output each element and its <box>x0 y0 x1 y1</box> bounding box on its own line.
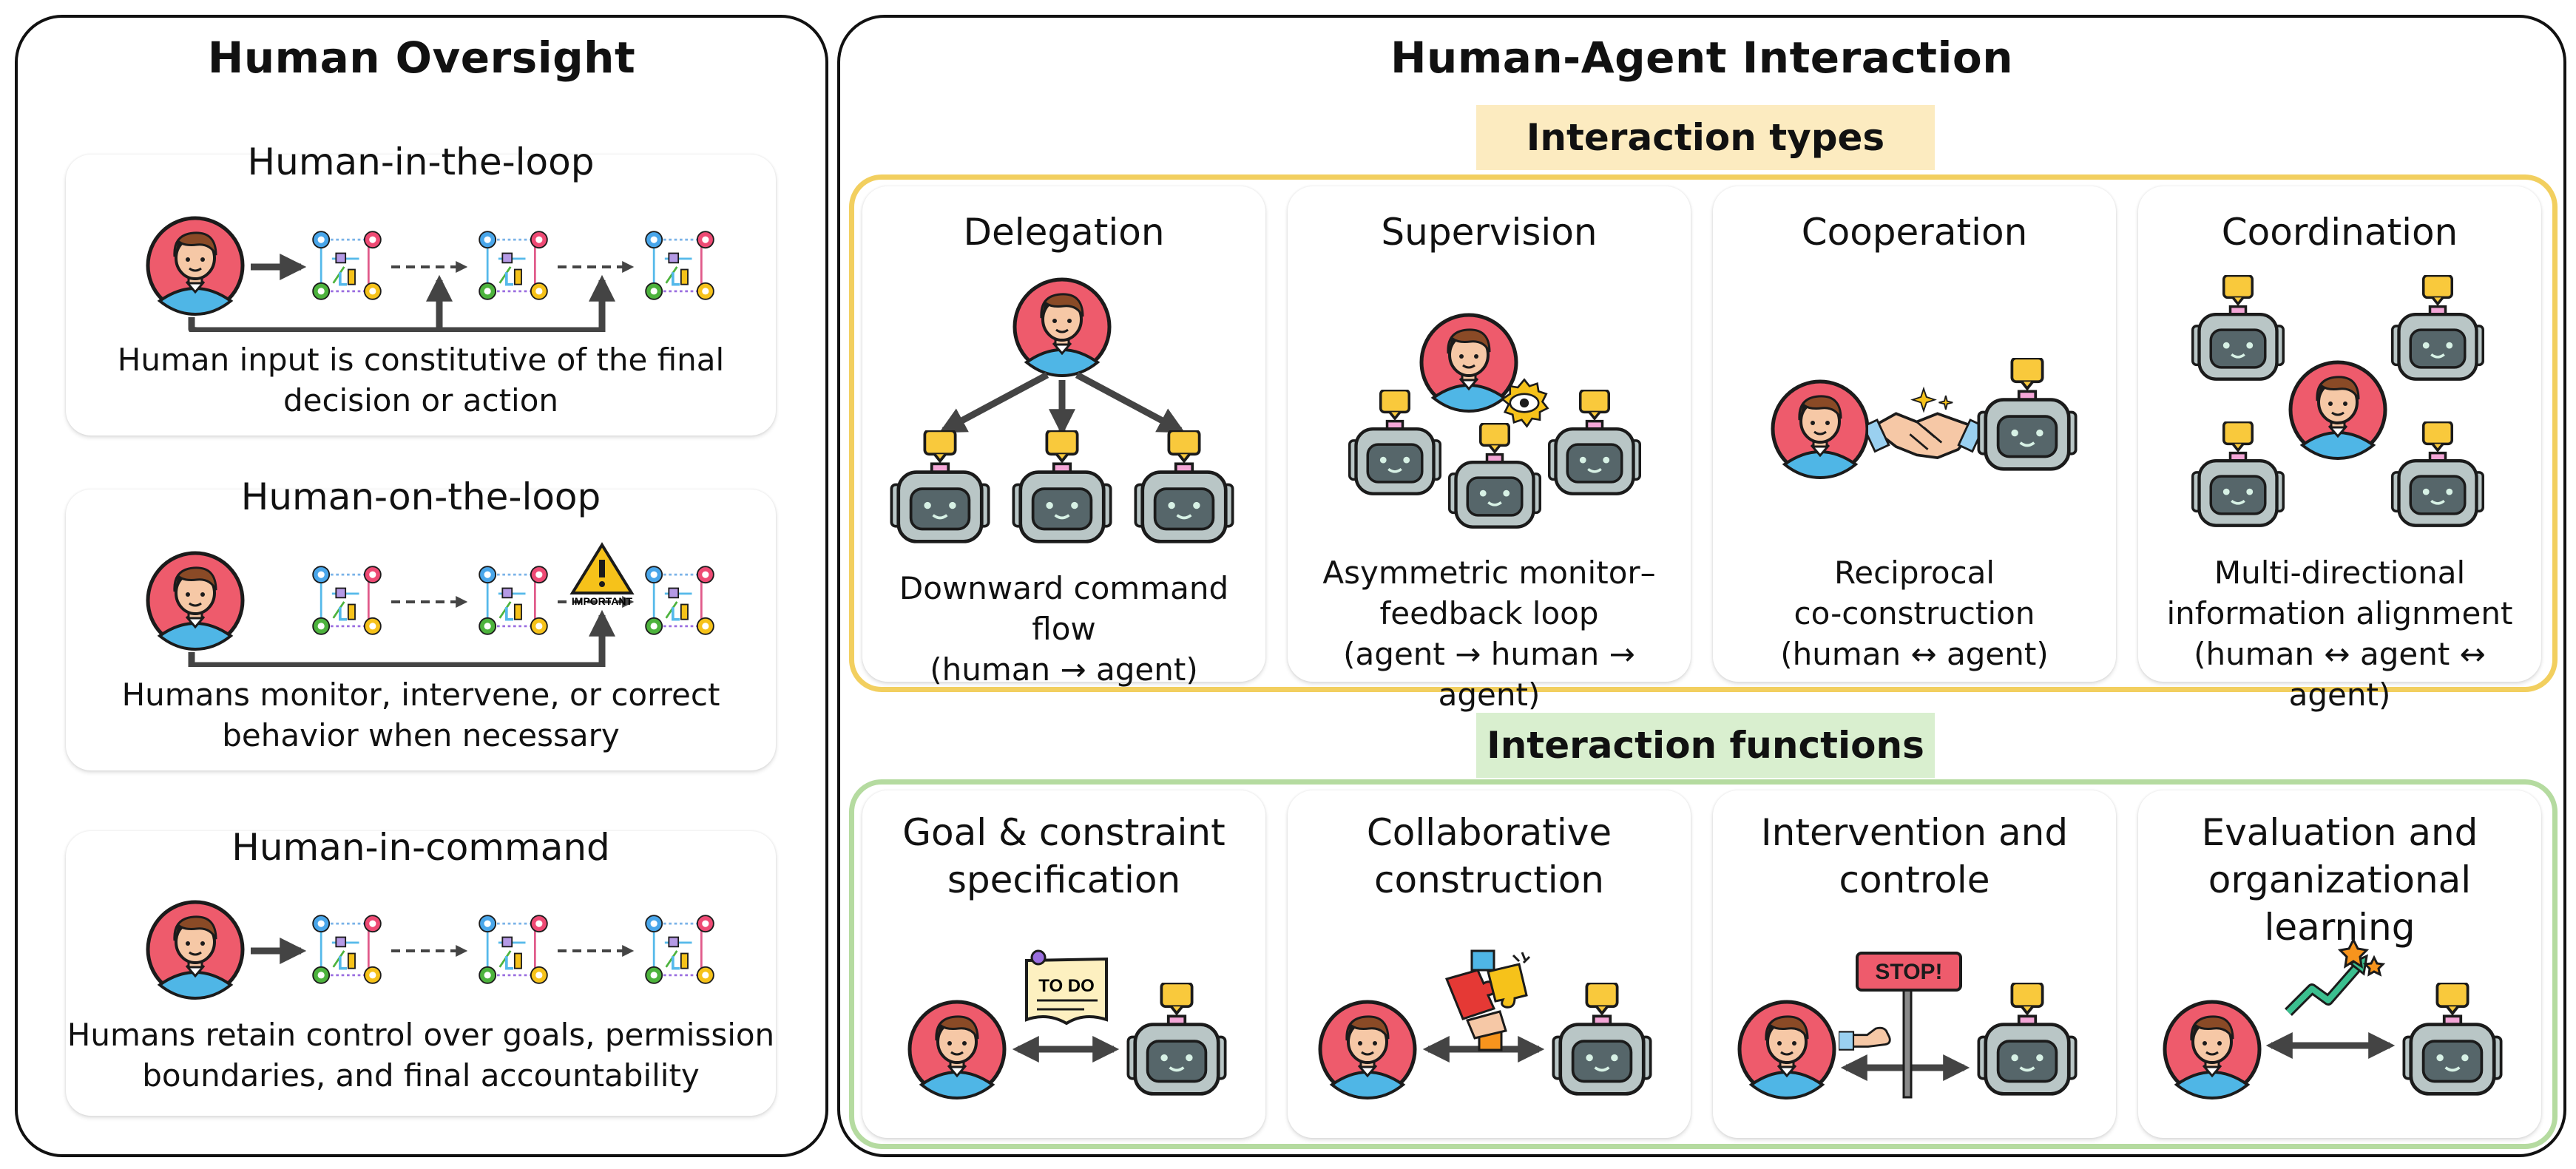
type-card-delegation: Delegation Downward command flow (human … <box>862 186 1265 688</box>
card-description: Asymmetric monitor– feedback loop (agent… <box>1322 555 1656 713</box>
cooperation-diagram <box>1713 186 2116 556</box>
supervision-diagram <box>1288 186 1691 556</box>
card-title: Supervision <box>1381 211 1598 254</box>
goal-specification-diagram: TO DO <box>862 949 1265 1138</box>
robot-icon <box>891 430 988 541</box>
coordination-diagram <box>2138 186 2541 556</box>
human-agent-interaction-panel: Human-Agent Interaction Interaction type… <box>837 15 2566 1157</box>
workflow-icon <box>478 565 549 636</box>
card-description: Downward command flow (human → agent) <box>899 570 1229 688</box>
workflow-icon <box>311 565 382 636</box>
todo-label: TO DO <box>1038 976 1095 996</box>
human-icon <box>148 902 243 998</box>
stop-sign-icon: STOP! <box>1856 952 1962 1099</box>
robot-icon <box>1553 983 1650 1094</box>
robot-icon <box>1978 983 2075 1094</box>
robot-icon <box>2193 422 2284 526</box>
card-description: Human input is constitutive of the final… <box>117 342 725 419</box>
human-icon <box>148 218 243 314</box>
warning-icon: IMPORTANT <box>569 542 635 607</box>
robot-icon <box>2404 983 2501 1094</box>
workflow-icon <box>311 914 382 985</box>
card-title: Evaluation and organizational learning <box>2201 811 2478 949</box>
human-icon <box>148 553 243 649</box>
robot-icon <box>1128 983 1225 1094</box>
human-icon <box>2165 1002 2259 1098</box>
handshake-icon <box>1868 387 1979 459</box>
puzzle-icon <box>1445 949 1531 1051</box>
robot-icon <box>1978 358 2075 469</box>
robot-icon <box>2393 422 2484 526</box>
robot-icon <box>2193 276 2284 379</box>
card-description: Multi-directional information alignment … <box>2166 555 2513 713</box>
type-card-coordination: Coordination Multi-directional informati… <box>2138 186 2541 713</box>
card-title: Goal & constraint specification <box>902 811 1226 901</box>
evaluation-diagram <box>2138 790 2541 1138</box>
human-icon <box>1015 279 1109 376</box>
stop-label: STOP! <box>1875 960 1942 984</box>
card-description: Humans monitor, intervene, or correct be… <box>121 677 720 753</box>
human-icon <box>1740 1002 1834 1098</box>
collaborative-construction-diagram <box>1288 949 1691 1138</box>
interaction-functions-group <box>849 779 2558 1149</box>
workflow-icon <box>478 230 549 301</box>
human-icon <box>1773 382 1867 478</box>
robot-icon <box>2393 276 2484 379</box>
card-title: Cooperation <box>1801 211 2028 254</box>
todo-note-icon: TO DO <box>1025 949 1108 1026</box>
card-title: Human-in-the-loop <box>247 140 595 183</box>
human-icon <box>1421 315 1516 411</box>
card-title: Human-in-command <box>231 826 610 869</box>
workflow-icon <box>478 914 549 985</box>
interaction-types-label: Interaction types <box>1476 105 1935 170</box>
robot-icon <box>1549 390 1640 494</box>
panel-title: Human-Agent Interaction <box>1390 33 2014 83</box>
type-card-cooperation: Cooperation Reciprocal co-construction (… <box>1713 186 2116 682</box>
delegation-diagram <box>862 186 1265 556</box>
monitor-gear-icon <box>1501 379 1549 427</box>
human-in-the-loop-diagram <box>66 155 715 332</box>
interaction-types-group <box>849 174 2558 692</box>
workflow-icon <box>644 230 715 301</box>
robot-icon <box>1450 424 1541 527</box>
card-title: Collaborative construction <box>1366 811 1612 901</box>
type-card-supervision: Supervision Asymmetric monitor– feedback… <box>1288 186 1691 713</box>
card-description: Humans retain control over goals, permis… <box>67 1017 775 1094</box>
card-title: Human-on-the-loop <box>240 475 601 518</box>
robot-icon <box>1350 390 1441 494</box>
workflow-icon <box>644 565 715 636</box>
human-icon <box>910 1002 1004 1098</box>
robot-icon <box>1013 430 1110 541</box>
card-title: Intervention and controle <box>1760 811 2069 901</box>
human-in-command-diagram <box>66 831 715 1016</box>
workflow-icon <box>311 230 382 301</box>
oversight-card-in-command: Human-in-command Humans retain control o… <box>66 826 776 1116</box>
card-title: Delegation <box>963 211 1165 254</box>
human-oversight-panel: Human Oversight Human-in-the-loop Human … <box>15 15 828 1157</box>
workflow-icon <box>644 914 715 985</box>
human-on-the-loop-diagram: IMPORTANT <box>66 542 715 667</box>
oversight-card-in-the-loop: Human-in-the-loop Human input is constit… <box>66 140 776 436</box>
card-title: Coordination <box>2221 211 2458 254</box>
human-icon <box>1320 1002 1415 1098</box>
warning-badge-label: IMPORTANT <box>572 595 633 607</box>
interaction-functions-label: Interaction functions <box>1476 713 1935 778</box>
function-card-collaborative-construction: Collaborative construction <box>1288 790 1691 1138</box>
human-icon <box>2291 362 2385 458</box>
intervention-diagram: STOP! <box>1713 952 2116 1138</box>
panel-title: Human Oversight <box>207 33 636 83</box>
card-description: Reciprocal co-construction (human ↔ agen… <box>1780 555 2049 672</box>
growth-chart-icon <box>2288 940 2383 1012</box>
function-card-goal-specification: Goal & constraint specification TO DO <box>862 790 1265 1138</box>
function-card-evaluation: Evaluation and organizational learning <box>2138 790 2541 1138</box>
hand-icon <box>1839 1026 1891 1051</box>
function-card-intervention: Intervention and controle STOP! <box>1713 790 2116 1138</box>
oversight-card-on-the-loop: Human-on-the-loop IMPORTANT Humans monit… <box>66 475 776 770</box>
robot-icon <box>1135 430 1232 541</box>
